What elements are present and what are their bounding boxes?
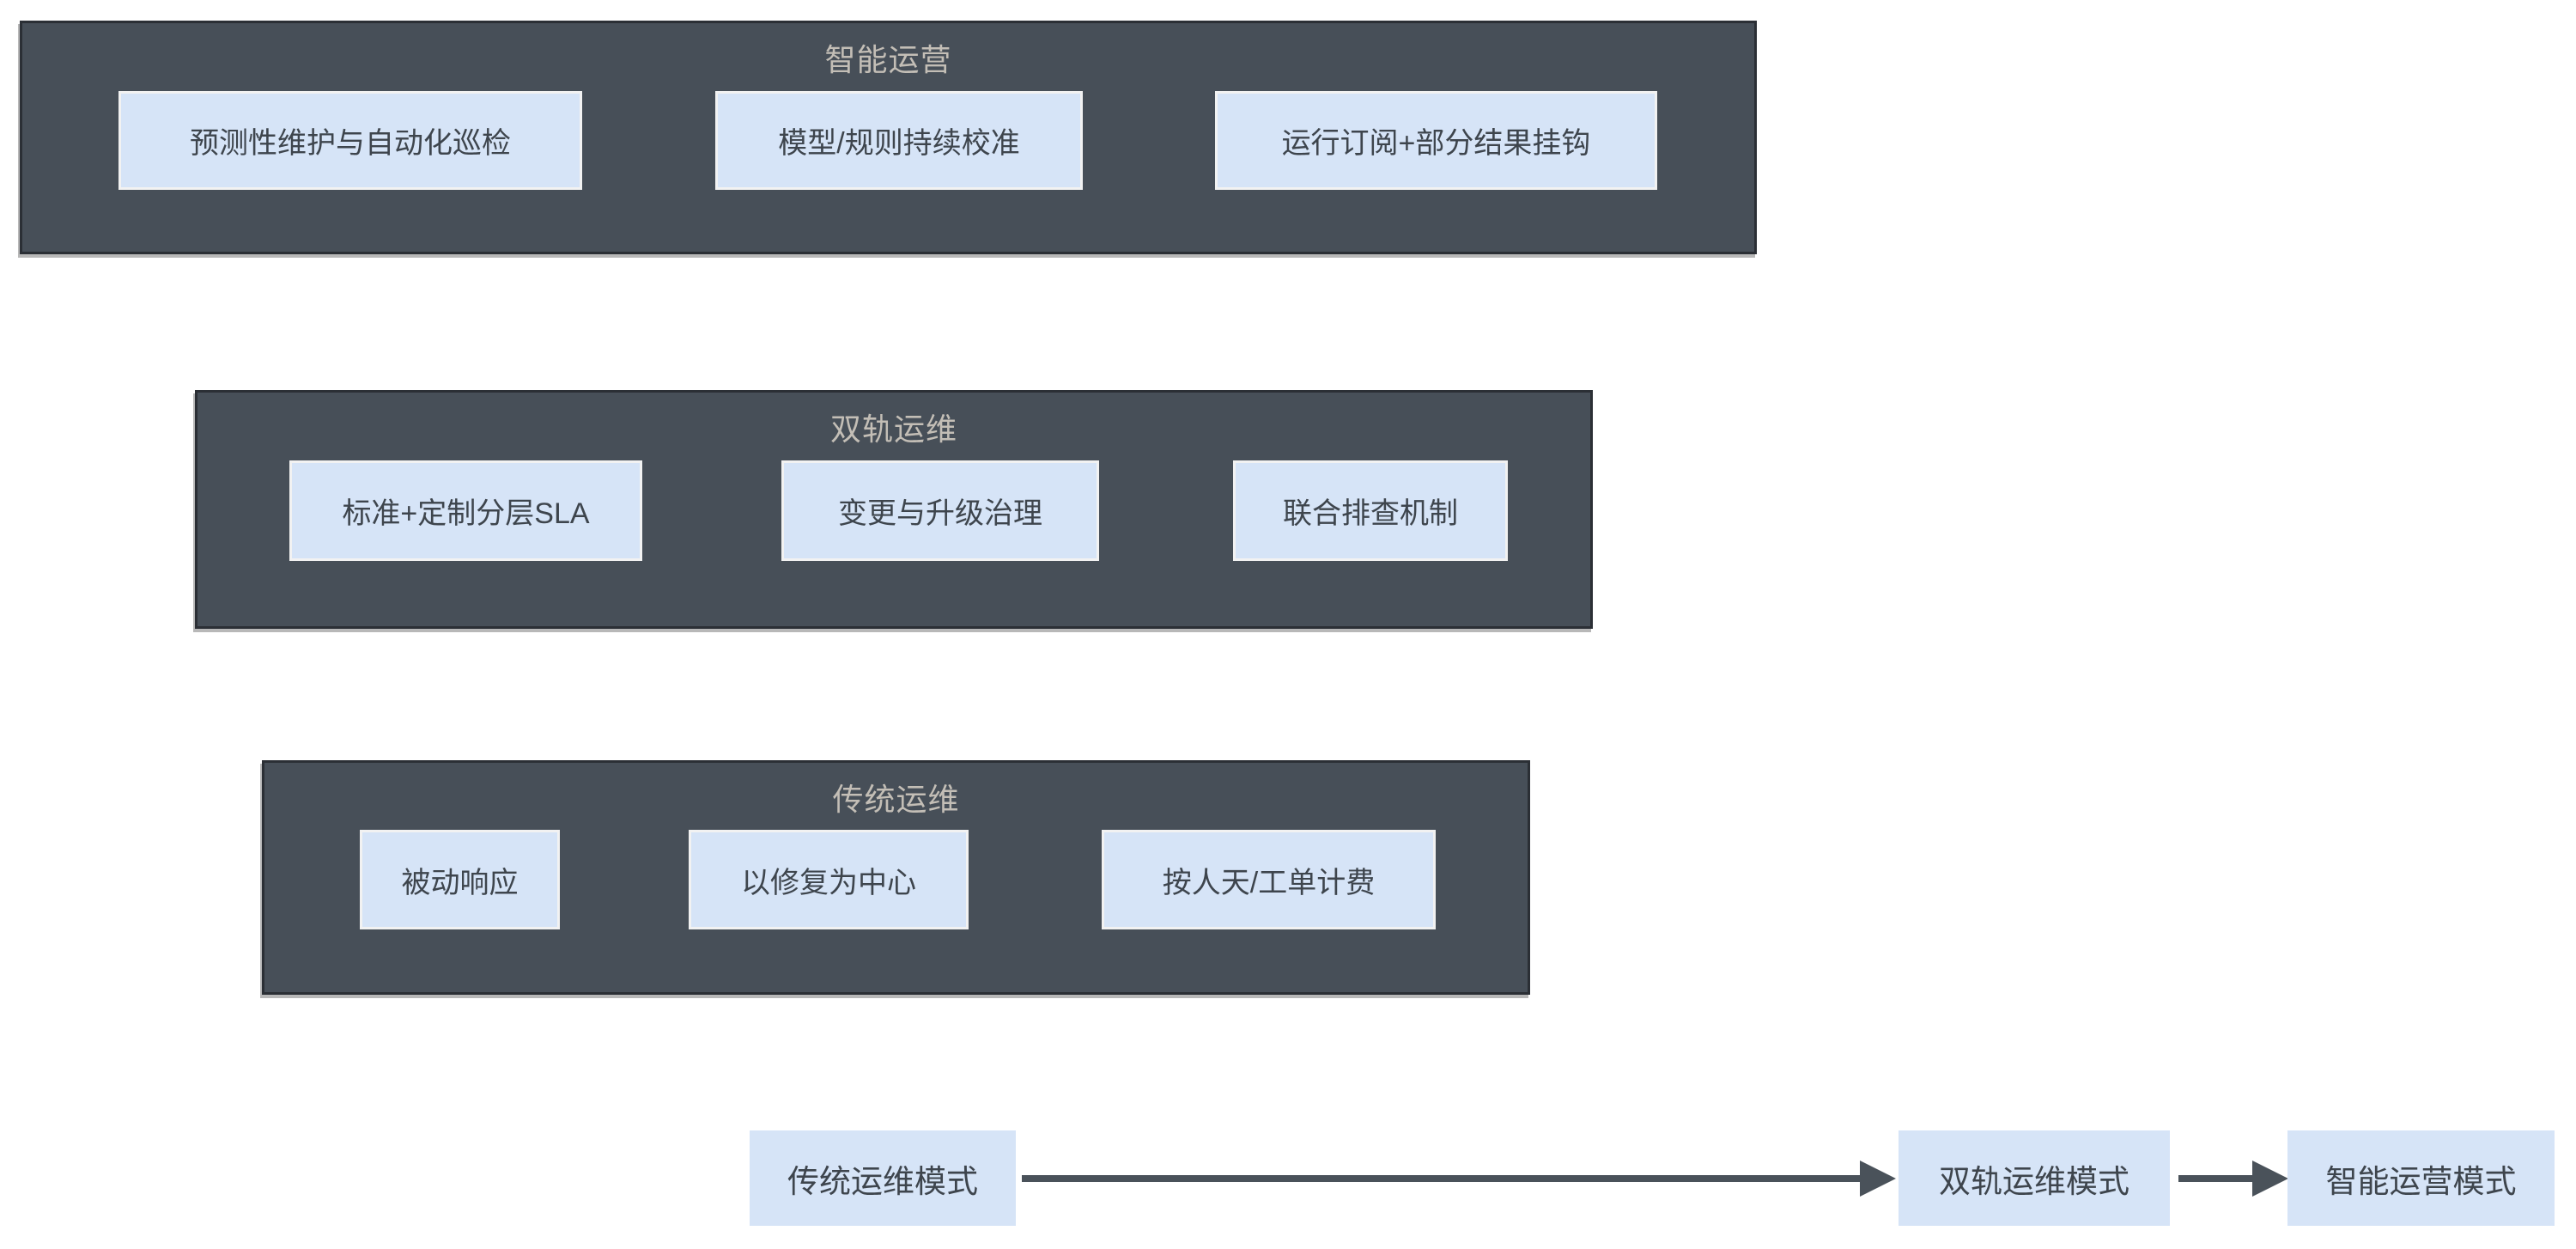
flow-stage-traditional: 传统运维模式 — [750, 1130, 1016, 1226]
arrow-right-icon — [2252, 1161, 2288, 1197]
item-box: 预测性维护与自动化巡检 — [118, 91, 582, 190]
arrow-shaft — [2178, 1175, 2254, 1182]
group-box-intelligent-operations: 智能运营 预测性维护与自动化巡检 模型/规则持续校准 运行订阅+部分结果挂钩 — [20, 21, 1757, 254]
item-box: 变更与升级治理 — [781, 460, 1099, 561]
flow-stage-dual-track: 双轨运维模式 — [1899, 1130, 2170, 1226]
flow-stage-intelligent: 智能运营模式 — [2287, 1130, 2555, 1226]
arrow-shaft — [1022, 1175, 1862, 1182]
item-box: 标准+定制分层SLA — [289, 460, 642, 561]
group-title: 传统运维 — [832, 782, 960, 817]
item-box: 被动响应 — [360, 830, 560, 929]
item-box: 模型/规则持续校准 — [715, 91, 1083, 190]
group-title: 双轨运维 — [829, 411, 957, 447]
group-title: 智能运营 — [824, 42, 952, 77]
group-box-traditional-ops: 传统运维 被动响应 以修复为中心 按人天/工单计费 — [262, 760, 1530, 995]
item-box: 运行订阅+部分结果挂钩 — [1215, 91, 1657, 190]
item-box: 联合排查机制 — [1233, 460, 1508, 561]
group-box-dual-track-ops: 双轨运维 标准+定制分层SLA 变更与升级治理 联合排查机制 — [195, 390, 1593, 629]
item-box: 以修复为中心 — [689, 830, 969, 929]
item-box: 按人天/工单计费 — [1102, 830, 1436, 929]
arrow-right-icon — [1860, 1161, 1896, 1197]
